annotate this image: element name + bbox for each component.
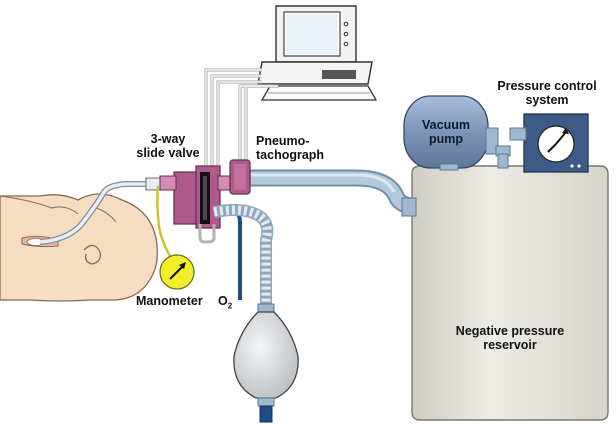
pneumotachograph xyxy=(229,159,251,195)
vacuum-label-line1: Vacuum xyxy=(422,118,470,132)
vacuum-pump xyxy=(403,95,511,171)
pressure-label-line1: Pressure control xyxy=(497,79,597,93)
pneumo-label-line2: tachograph xyxy=(256,148,325,162)
valve-label-line2: slide valve xyxy=(136,146,200,160)
manometer-label: Manometer xyxy=(136,294,203,308)
reservoir-label: Negative pressure reservoir xyxy=(430,324,590,352)
three-way-slide-valve xyxy=(159,165,233,244)
negative-pressure-reservoir xyxy=(411,165,609,421)
valve-label-line1: 3-way xyxy=(150,132,186,146)
oxygen-supply-line xyxy=(221,206,242,300)
gauge-icon xyxy=(547,128,569,153)
endotracheal-tube xyxy=(39,177,161,245)
pneumo-label-line1: Pneumo- xyxy=(256,134,310,148)
keyboard-icon xyxy=(260,85,378,101)
pressure-control-label: Pressure control system xyxy=(494,79,600,107)
computer-monitor-icon xyxy=(257,5,373,85)
pneumotachograph-label: Pneumo- tachograph xyxy=(256,134,324,162)
oxygen-label: O2 xyxy=(218,294,232,314)
pressure-control-box xyxy=(509,113,589,173)
oxygen-label-sub: 2 xyxy=(227,301,233,311)
reservoir-label-line1: Negative pressure xyxy=(455,324,565,338)
patient-head xyxy=(0,193,158,302)
main-airway-tube xyxy=(250,169,417,217)
valve-label: 3-way slide valve xyxy=(128,132,208,160)
reservoir-bag xyxy=(233,311,299,423)
vacuum-label-line2: pump xyxy=(428,132,464,146)
vacuum-pump-label: Vacuum pump xyxy=(408,118,484,146)
oxygen-label-o: O xyxy=(218,294,228,308)
reservoir-label-line2: reservoir xyxy=(483,338,537,352)
manometer xyxy=(156,185,195,290)
pressure-label-line2: system xyxy=(525,93,569,107)
